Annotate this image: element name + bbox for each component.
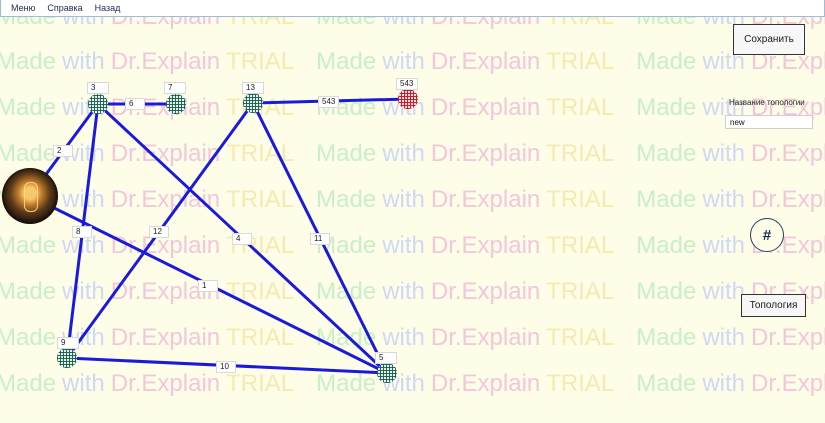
menu-item-back[interactable]: Назад <box>94 3 121 13</box>
edge-label-11: 11 <box>310 233 330 245</box>
topology-node-13[interactable] <box>243 93 263 113</box>
filament-icon <box>24 182 38 212</box>
topology-button[interactable]: Топология <box>741 294 806 317</box>
edge-label-8: 8 <box>72 226 92 238</box>
edge-label-6: 6 <box>125 98 145 110</box>
topology-node-7[interactable] <box>166 94 186 114</box>
node-label-7: 7 <box>164 82 186 94</box>
menu-item-menu[interactable]: Меню <box>11 3 36 13</box>
menu-item-help[interactable]: Справка <box>47 3 83 13</box>
topology-node-3[interactable] <box>88 94 108 114</box>
edge-label-2: 2 <box>53 145 73 157</box>
node-label-543: 543 <box>396 78 418 90</box>
edge-label-10: 10 <box>216 361 236 373</box>
topology-name-input[interactable]: new <box>725 115 813 129</box>
save-button[interactable]: Сохранить <box>733 24 805 55</box>
topology-node-543[interactable] <box>398 89 418 109</box>
edge-label-4: 4 <box>232 233 252 245</box>
grid-toggle-button[interactable]: # <box>750 218 784 252</box>
node-label-9: 9 <box>57 337 79 349</box>
menu-bar: Меню Справка Назад <box>0 0 825 17</box>
node-label-13: 13 <box>242 82 264 94</box>
topology-name-label: Название топологии <box>729 98 805 107</box>
node-label-5: 5 <box>375 352 397 364</box>
topology-node-5[interactable] <box>377 363 397 383</box>
edge-label-12: 12 <box>149 226 169 238</box>
edge-label-543: 543 <box>318 96 340 108</box>
lightbulb-node[interactable] <box>2 168 58 224</box>
topology-node-9[interactable] <box>57 348 77 368</box>
edge-label-1: 1 <box>198 280 218 292</box>
node-label-3: 3 <box>87 82 109 94</box>
